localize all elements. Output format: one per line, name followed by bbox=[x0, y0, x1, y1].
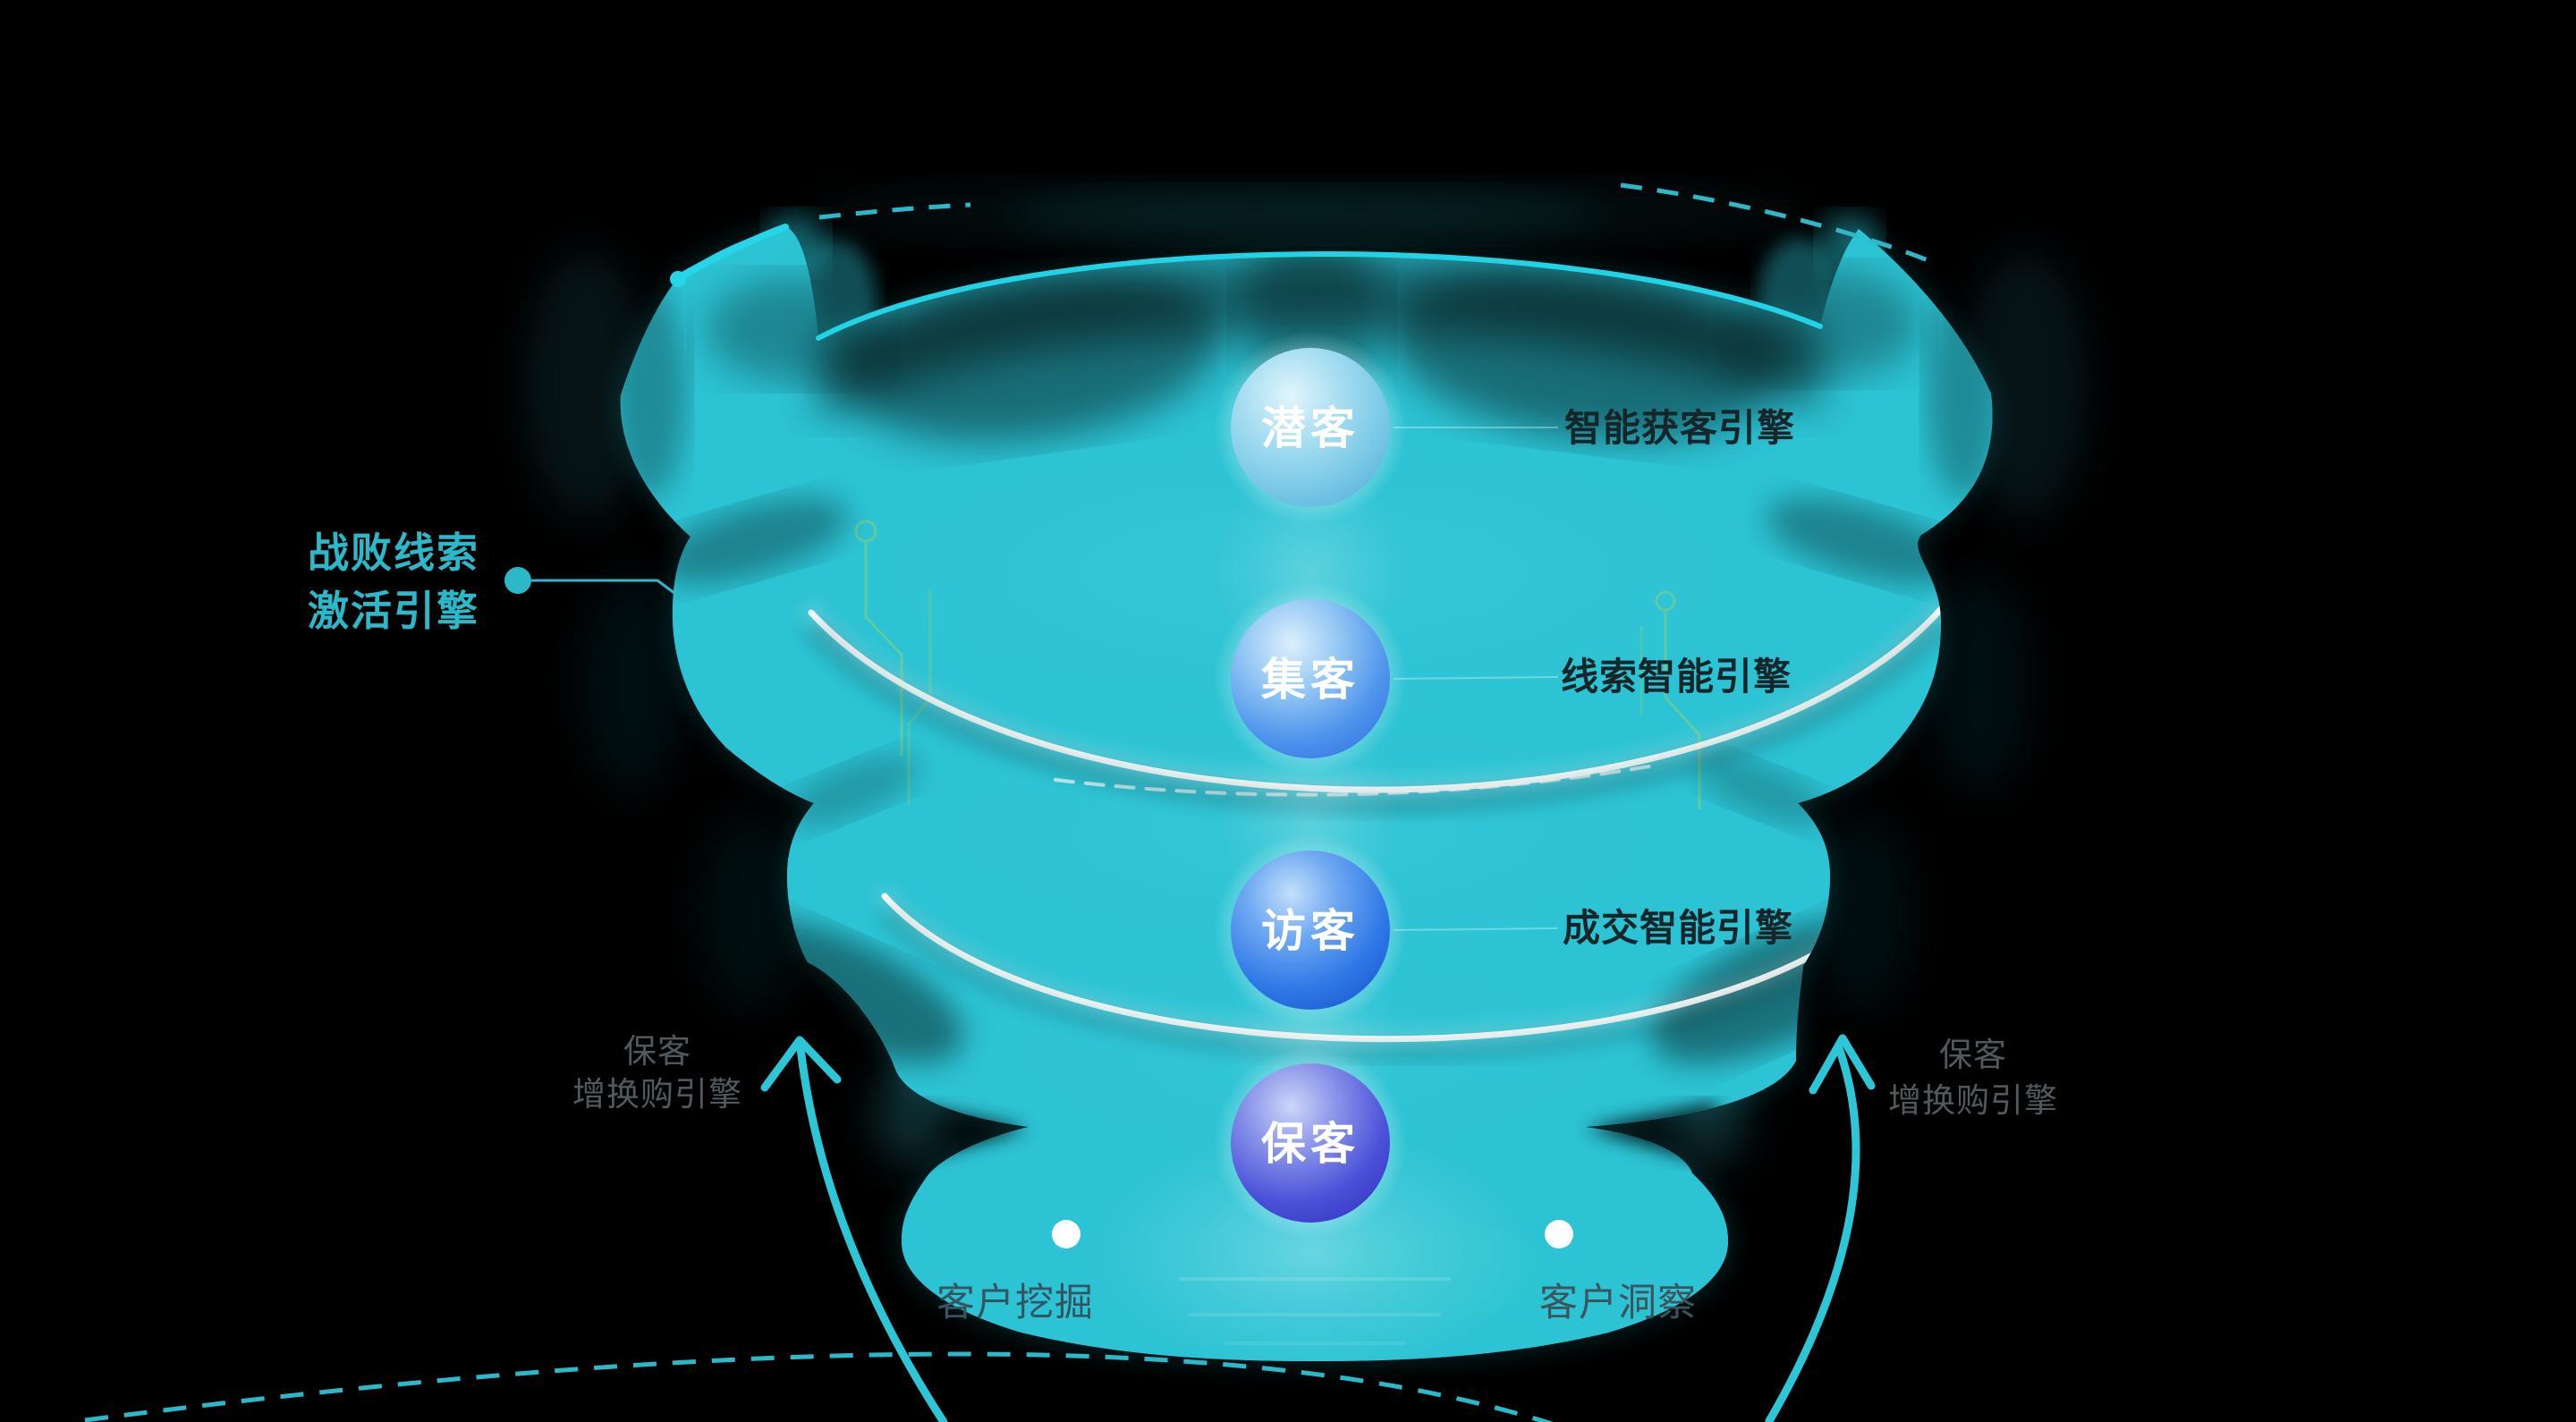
badge-baoke: 保客 bbox=[1214, 1046, 1407, 1240]
bottom-labels: 客户挖掘 客户洞察 bbox=[936, 1282, 1697, 1325]
stage-badges: 潜客 集客 访客 保客 bbox=[1214, 331, 1407, 1240]
funnel-interior bbox=[620, 227, 1993, 1361]
horn-edge-dot bbox=[670, 271, 686, 287]
right-up-arrow bbox=[1765, 1034, 1876, 1422]
left-arrowhead-icon bbox=[760, 1036, 842, 1092]
badge-qianke: 潜客 bbox=[1214, 331, 1407, 524]
engine-label-1: 智能获客引擎 bbox=[1564, 407, 1795, 449]
lost-lead-connector bbox=[531, 579, 679, 597]
engine-label-2: 线索智能引擎 bbox=[1561, 656, 1792, 698]
side-engine-left-line2: 增换购引擎 bbox=[572, 1076, 742, 1113]
badge-fangke-label: 访客 bbox=[1261, 906, 1360, 956]
lost-lead-line2: 激活引擎 bbox=[308, 588, 479, 634]
cavity-shadows bbox=[620, 227, 1993, 1164]
bottom-dashed-curve bbox=[84, 1351, 1553, 1422]
bottom-label-mining: 客户挖掘 bbox=[936, 1282, 1094, 1325]
funnel-body bbox=[524, 181, 2088, 1361]
side-engine-left-line1: 保客 bbox=[623, 1033, 691, 1070]
side-engine-right-line1: 保客 bbox=[1939, 1037, 2007, 1073]
retention-arrows bbox=[760, 1034, 1876, 1422]
top-dashed-arc bbox=[818, 182, 1940, 267]
base-dot-left bbox=[1052, 1220, 1080, 1248]
badge-fangke: 访客 bbox=[1214, 834, 1407, 1027]
bottom-label-insight: 客户洞察 bbox=[1539, 1282, 1697, 1325]
lost-lead-line1: 战败线索 bbox=[308, 529, 479, 576]
side-engine-right-line2: 增换购引擎 bbox=[1888, 1082, 2058, 1119]
edge-haze bbox=[524, 250, 2088, 1165]
base-dot-right bbox=[1545, 1220, 1573, 1248]
side-engine-right: 保客 增换购引擎 bbox=[1888, 1037, 2058, 1119]
right-engine-labels: 智能获客引擎 线索智能引擎 成交智能引擎 bbox=[1561, 407, 1795, 949]
label-connectors bbox=[1393, 427, 1559, 931]
top-rim-arc bbox=[816, 251, 1823, 341]
badge-jike-label: 集客 bbox=[1260, 655, 1360, 705]
base-reflection-streaks bbox=[1179, 1277, 1451, 1345]
badge-baoke-label: 保客 bbox=[1261, 1119, 1360, 1169]
lost-lead-engine: 战败线索 激活引擎 bbox=[308, 529, 679, 634]
horn-edge-highlight bbox=[674, 224, 789, 282]
left-up-arrow bbox=[760, 1036, 948, 1422]
side-engine-left: 保客 增换购引擎 bbox=[572, 1033, 742, 1113]
right-arrowhead-icon bbox=[1809, 1034, 1876, 1095]
lost-lead-dot bbox=[504, 567, 531, 594]
badge-jike: 集客 bbox=[1214, 582, 1407, 775]
side-engine-labels: 保客 增换购引擎 保客 增换购引擎 bbox=[572, 1033, 2058, 1119]
engine-label-3: 成交智能引擎 bbox=[1563, 907, 1793, 949]
badge-qianke-label: 潜客 bbox=[1261, 403, 1360, 453]
